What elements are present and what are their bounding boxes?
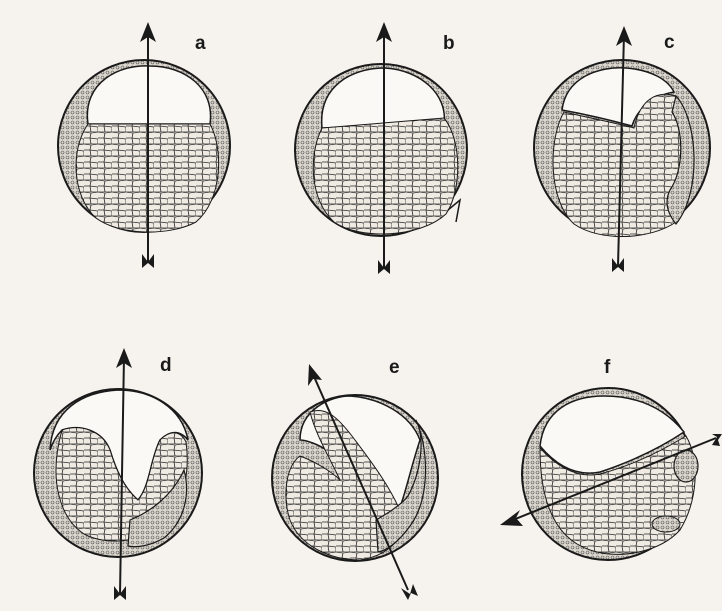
- panel-d-label: d: [160, 356, 172, 375]
- panel-a-label: a: [195, 34, 206, 53]
- panel-b-label: b: [443, 34, 455, 53]
- panel-a-embryo: [58, 60, 230, 232]
- panel-f-embryo: [522, 388, 698, 560]
- panel-e-label: e: [389, 358, 400, 377]
- panel-b-embryo: [295, 64, 467, 236]
- panel-e-embryo: [272, 395, 438, 561]
- panel-d-embryo: [34, 389, 202, 557]
- panel-f-label: f: [604, 358, 610, 377]
- panel-c-label: c: [664, 33, 675, 52]
